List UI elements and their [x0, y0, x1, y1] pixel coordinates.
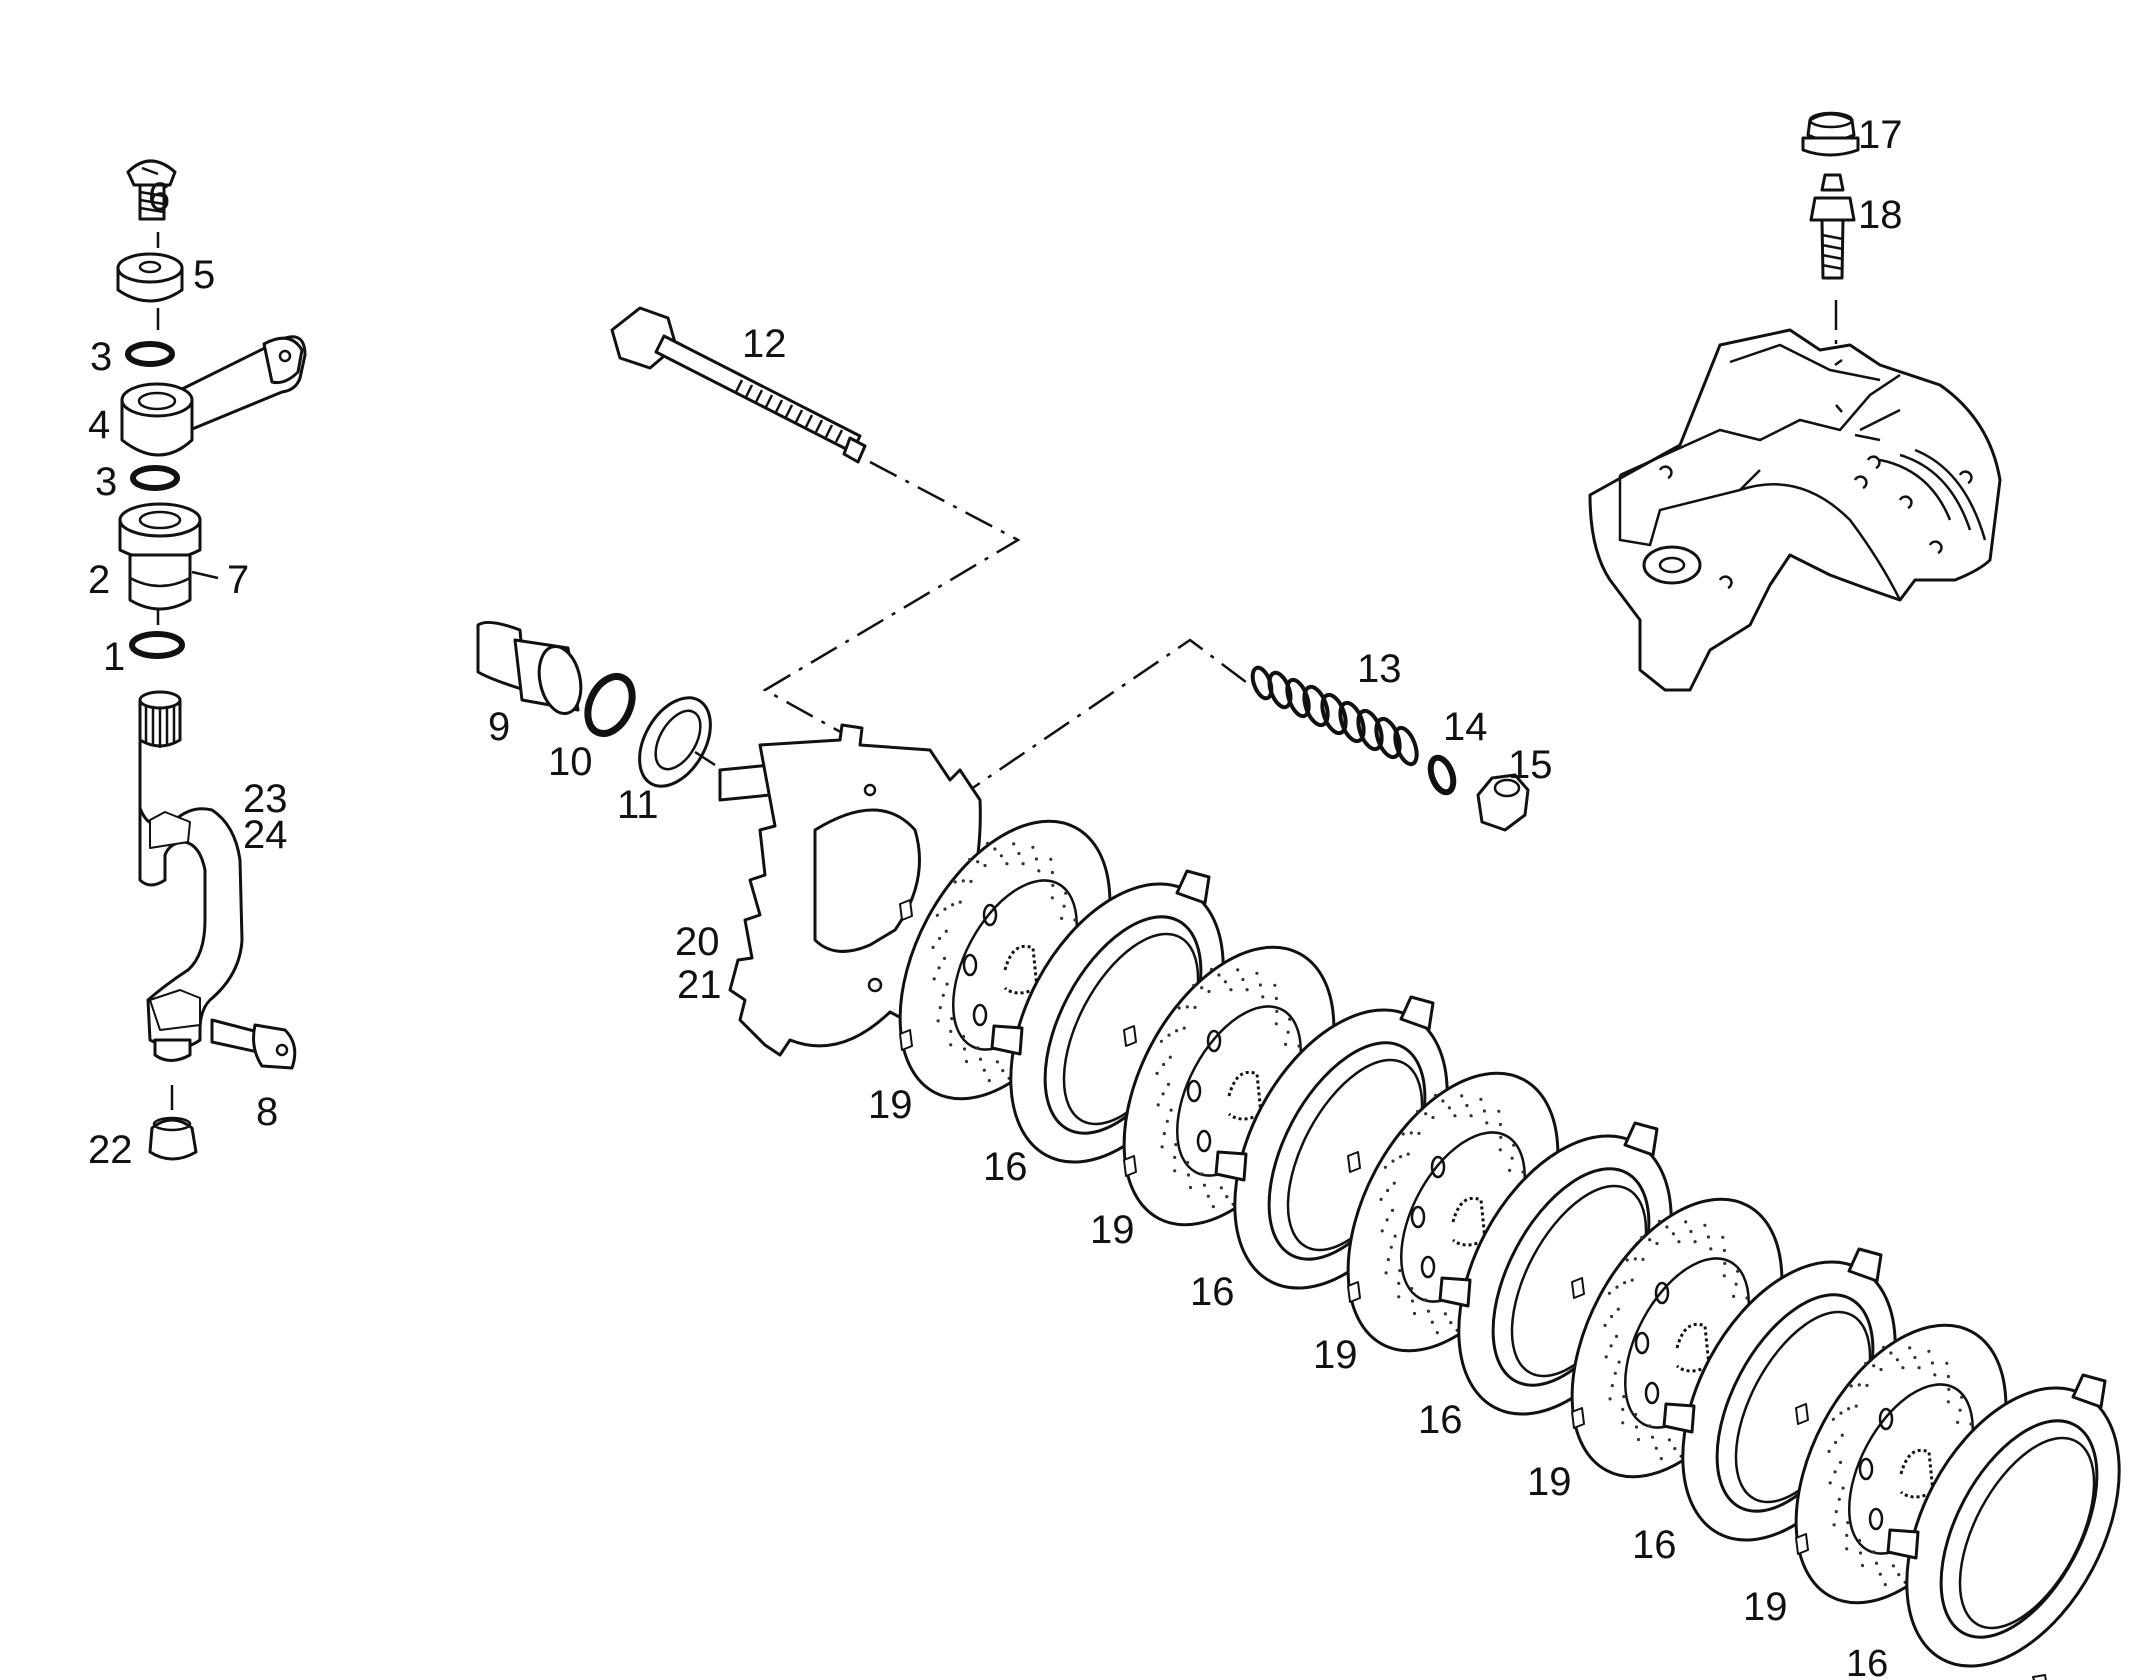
callout-10: 10	[548, 740, 593, 784]
callout-13: 13	[1357, 647, 1402, 691]
assembly-leader-13	[954, 638, 1251, 802]
part-9-plug	[476, 620, 583, 716]
part-18-nipple	[1809, 173, 1856, 280]
part-12-bolt	[610, 306, 867, 464]
callout-19-e: 19	[1743, 1585, 1788, 1629]
callout-19-d: 19	[1527, 1460, 1572, 1504]
callout-16-e: 16	[1846, 1643, 1888, 1680]
left-assembly	[116, 159, 307, 1161]
callout-labels: 6 5 3 4 3 2 7 1 23 24 8 22 12 9 10 11 13…	[88, 113, 1903, 1680]
part-3-oring-lower	[130, 465, 180, 491]
callout-16-c: 16	[1418, 1398, 1463, 1442]
callout-8: 8	[256, 1090, 278, 1134]
part-17-cap	[1801, 111, 1860, 157]
callout-23: 23	[243, 777, 288, 821]
callout-15: 15	[1508, 743, 1553, 787]
callout-18: 18	[1858, 193, 1903, 237]
callout-22: 22	[88, 1128, 133, 1172]
part-3-oring-upper	[125, 341, 175, 367]
disc-stack	[898, 819, 2121, 1680]
callout-3-upper: 3	[90, 335, 112, 379]
callout-9: 9	[488, 705, 510, 749]
callout-17: 17	[1858, 113, 1903, 157]
callout-19-b: 19	[1090, 1208, 1135, 1252]
part-2-7-bushing	[118, 502, 219, 611]
part-8-bolt	[210, 1018, 297, 1070]
part-23-24-shaft	[138, 690, 244, 1062]
callout-7: 7	[227, 558, 249, 602]
part-6-screw	[126, 159, 177, 221]
callout-24: 24	[243, 813, 288, 857]
part-1-oring	[129, 631, 185, 659]
callout-4: 4	[88, 403, 110, 447]
callout-14: 14	[1443, 705, 1488, 749]
assembly-leader-12	[762, 460, 1021, 742]
callout-16-b: 16	[1190, 1270, 1235, 1314]
part-22-cap	[148, 1116, 198, 1161]
steel-plate	[1886, 1373, 2121, 1680]
part-14-washer	[1427, 754, 1457, 796]
part-4-lever	[120, 335, 307, 457]
part-housing	[1588, 328, 2002, 692]
callout-21: 21	[677, 963, 722, 1007]
callout-12: 12	[742, 322, 787, 366]
callout-3-lower: 3	[95, 460, 117, 504]
part-15-nut	[1476, 773, 1530, 832]
callout-6: 6	[148, 175, 170, 219]
part-13-spring	[1250, 665, 1419, 767]
part-11-seal	[638, 696, 716, 788]
callout-20: 20	[675, 920, 720, 964]
callout-19-c: 19	[1313, 1333, 1358, 1377]
callout-19-a: 19	[868, 1083, 913, 1127]
callout-1: 1	[103, 635, 125, 679]
callout-16-d: 16	[1632, 1523, 1677, 1567]
center-assembly	[476, 300, 1838, 832]
callout-2: 2	[88, 558, 110, 602]
part-10-ring	[584, 673, 636, 737]
callout-11: 11	[617, 783, 659, 827]
callout-5: 5	[193, 253, 215, 297]
callout-16-a: 16	[983, 1145, 1028, 1189]
part-5-cap	[116, 252, 184, 303]
